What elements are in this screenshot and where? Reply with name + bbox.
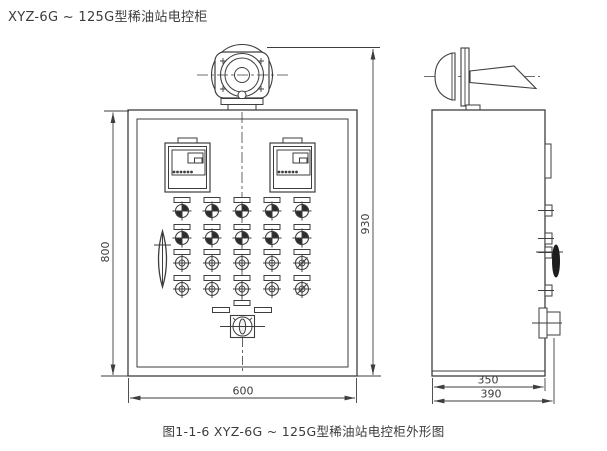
dim-label-800: 800	[99, 242, 112, 263]
alarm-bell-icon	[197, 43, 288, 111]
label-plate	[254, 307, 272, 313]
front-view: 800 930 600	[99, 43, 381, 403]
alarm-bell-side-icon	[424, 47, 540, 111]
dim-label-930: 930	[359, 214, 372, 235]
door-handle-side-icon	[536, 244, 563, 278]
dim-label-600: 600	[233, 385, 254, 398]
panel-meter-icon	[269, 137, 316, 193]
side-view: 350 390	[424, 47, 563, 404]
selector-switch-icon	[212, 300, 272, 371]
dim-label-390: 390	[481, 388, 502, 401]
dimension-390: 390	[434, 338, 555, 404]
dimension-800: 800	[99, 110, 129, 375]
dimension-930: 930	[267, 47, 380, 375]
panel-meter-icon	[164, 137, 211, 193]
bell-screw-marks	[220, 58, 264, 92]
label-plate	[212, 307, 230, 313]
cabinet-front-door	[136, 118, 349, 368]
door-handle-icon	[154, 228, 171, 290]
selector-switch-side-icon	[532, 307, 562, 339]
label-plate	[233, 300, 251, 306]
bell-horn	[469, 65, 538, 90]
page-title: XYZ-6G ~ 125G型稀油站电控柜	[8, 10, 208, 25]
dim-label-350: 350	[478, 374, 499, 387]
dimension-350: 350	[432, 374, 546, 404]
dimension-600: 600	[128, 378, 357, 403]
cabinet-side-outline	[431, 109, 546, 377]
figure-caption: 图1-1-6 XYZ-6G ~ 125G型稀油站电控柜外形图	[162, 424, 445, 439]
meter-side-profile	[544, 143, 552, 179]
